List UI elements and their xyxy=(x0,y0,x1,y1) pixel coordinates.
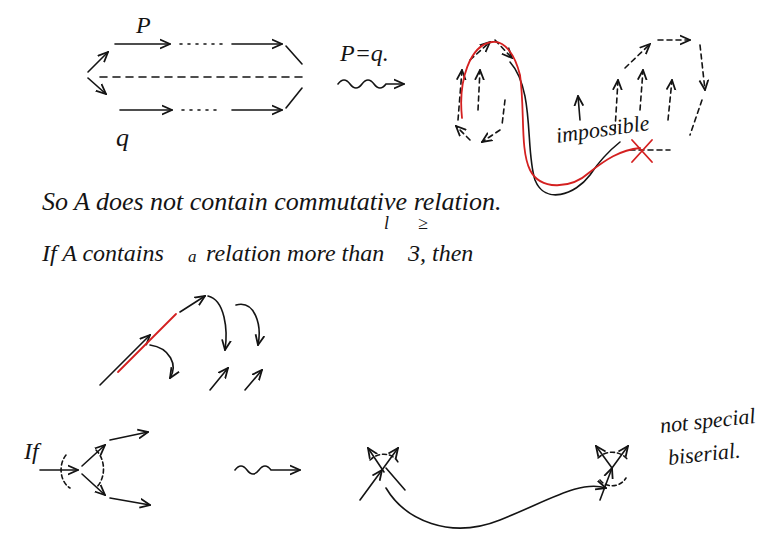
inserted-word: a xyxy=(188,248,197,267)
note-text: So A does not contain commutative relati… xyxy=(42,188,502,217)
variable-label: q xyxy=(116,124,129,153)
note-text: If A contains xyxy=(42,240,164,266)
inserted-symbol: l xyxy=(384,214,389,234)
note-text: If xyxy=(24,438,39,464)
note-text: not special xyxy=(659,404,757,438)
inserted-symbol: ≥ xyxy=(418,214,428,234)
note-text: impossible xyxy=(554,111,651,148)
variable-label: P xyxy=(136,12,151,38)
note-text: 3, then xyxy=(408,240,473,266)
note-text: biserial. xyxy=(667,438,742,470)
note-text: relation more than xyxy=(206,240,384,266)
equation-label: P=q. xyxy=(340,40,389,66)
